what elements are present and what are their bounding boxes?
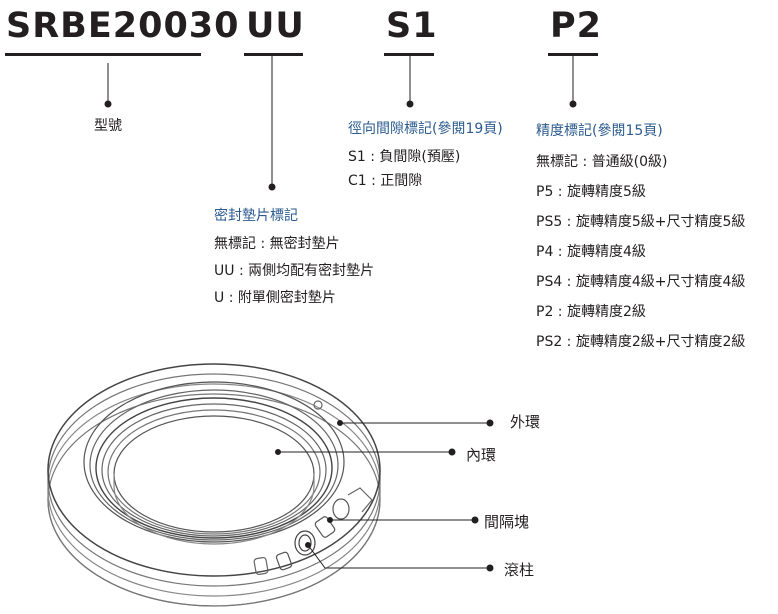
seal-section-title: 密封墊片標記	[214, 208, 298, 224]
precision-item: PS4 : 旋轉精度4級+尺寸精度4級	[536, 274, 746, 290]
seal-code: UU	[246, 6, 305, 46]
clearance-item: S1 : 負間隙(預壓)	[348, 149, 461, 165]
clearance-item: C1 : 正間隙	[348, 173, 423, 189]
model-code: SRBE20030	[6, 6, 240, 46]
precision-item: P5 : 旋轉精度5級	[536, 184, 646, 200]
model-code-underline	[5, 53, 201, 56]
outer-ring-label: 外環	[510, 413, 541, 431]
spacer-label: 間隔塊	[484, 513, 530, 531]
clearance-code: S1	[386, 6, 438, 46]
seal-item: U : 附單側密封墊片	[214, 290, 336, 306]
precision-section-title: 精度標記(參閱15頁)	[536, 123, 663, 139]
precision-item: PS5 : 旋轉精度5級+尺寸精度5級	[536, 214, 746, 230]
precision-item: 無標記 : 普通級(0級)	[536, 154, 668, 170]
precision-item: PS2 : 旋轉精度2級+尺寸精度2級	[536, 334, 746, 350]
seal-item: 無標記 : 無密封墊片	[214, 236, 340, 252]
inner-ring-label: 內環	[466, 446, 497, 464]
model-label: 型號	[94, 118, 122, 134]
seal-code-underline	[244, 53, 303, 56]
precision-code: P2	[550, 6, 603, 46]
clearance-section-title: 徑向間隙標記(參閱19頁)	[348, 121, 503, 137]
roller-label: 滾柱	[504, 561, 535, 579]
precision-item: P2 : 旋轉精度2級	[536, 304, 646, 320]
precision-item: P4 : 旋轉精度4級	[536, 244, 646, 260]
clearance-code-underline	[384, 53, 434, 56]
seal-item: UU : 兩側均配有密封墊片	[214, 263, 375, 279]
